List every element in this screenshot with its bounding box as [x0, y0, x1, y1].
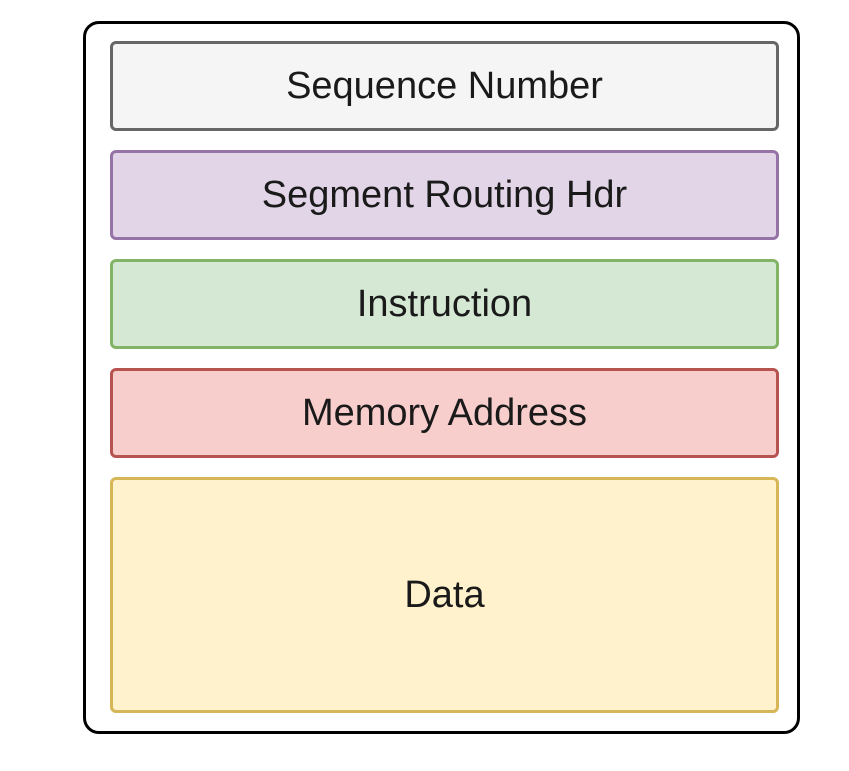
- field-label: Data: [404, 573, 485, 616]
- field-memory-address: Memory Address: [110, 368, 779, 458]
- field-label: Sequence Number: [286, 64, 603, 107]
- field-label: Segment Routing Hdr: [261, 173, 628, 216]
- field-sequence-number: Sequence Number: [110, 41, 779, 131]
- field-data: Data: [110, 477, 779, 713]
- field-instruction: Instruction: [110, 259, 779, 349]
- field-label: Instruction: [356, 282, 533, 325]
- field-label: Memory Address: [301, 391, 588, 434]
- field-segment-routing-hdr: Segment Routing Hdr: [110, 150, 779, 240]
